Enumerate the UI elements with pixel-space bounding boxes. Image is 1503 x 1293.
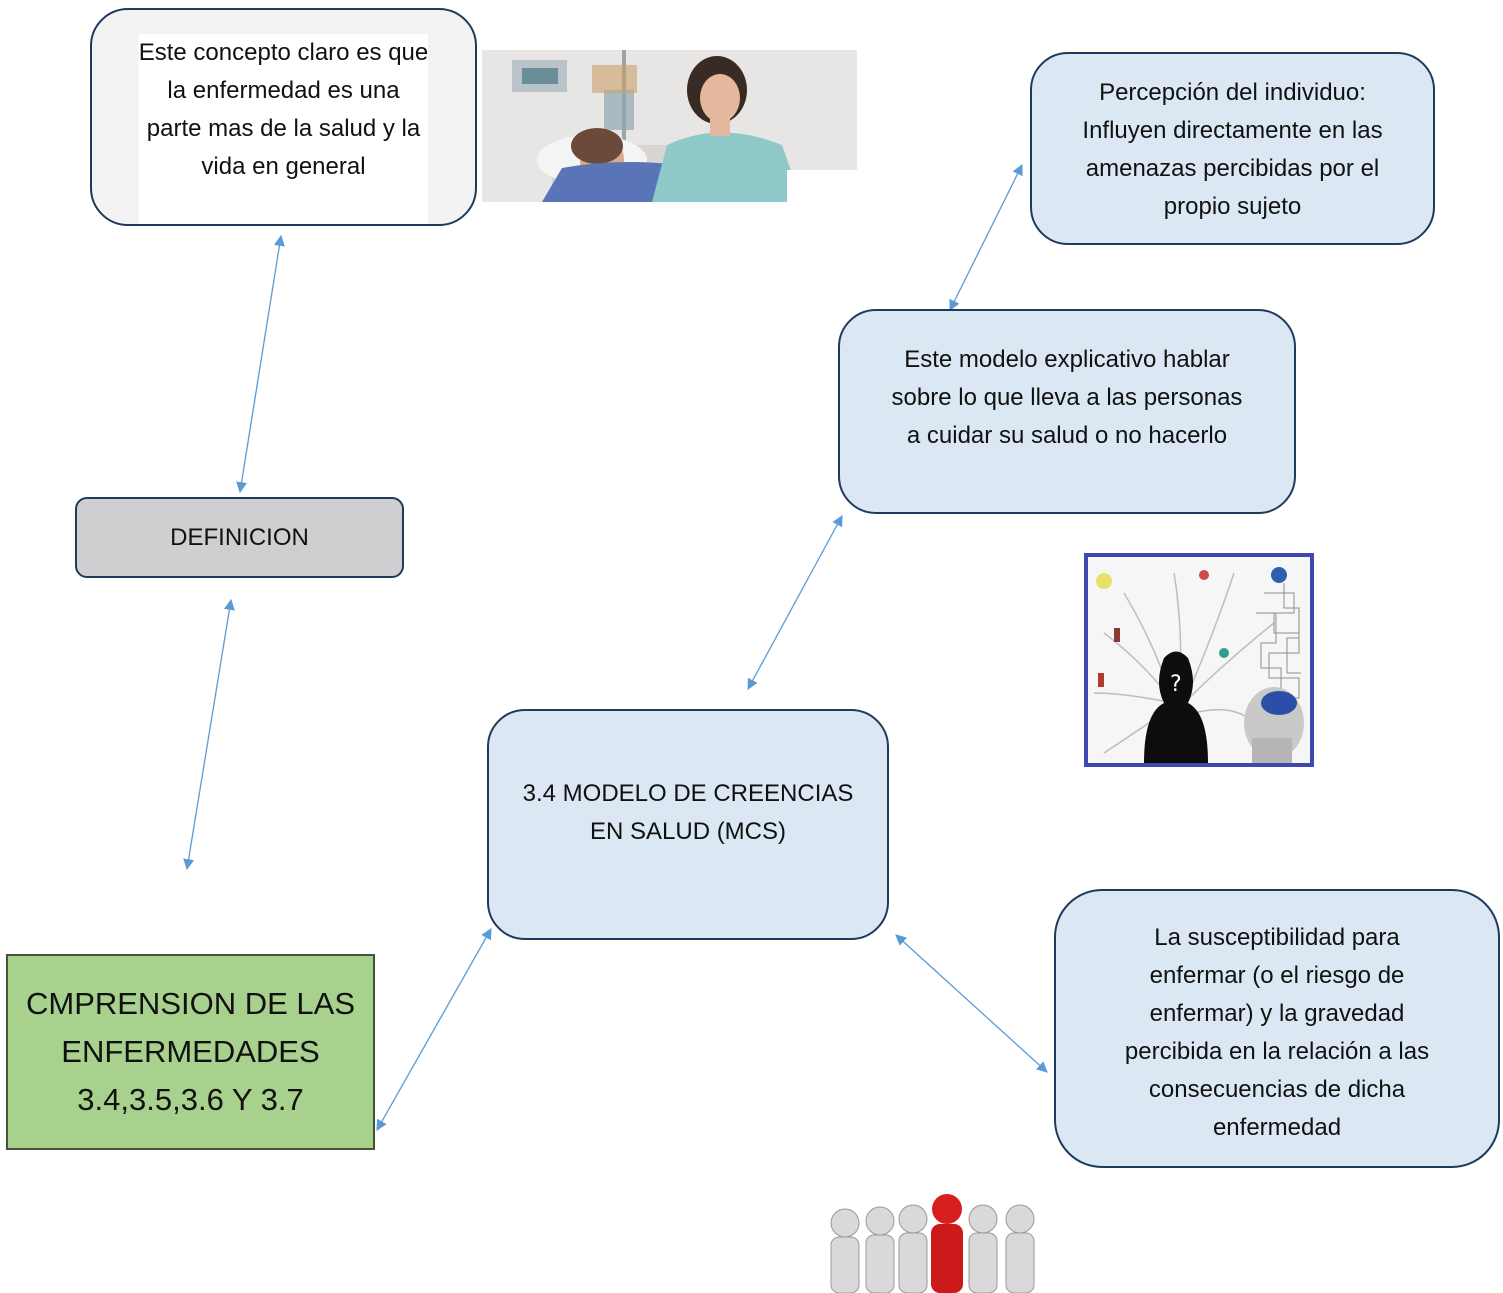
percepcion-text: Percepción del individuo: Influyen direc… bbox=[1082, 79, 1383, 220]
modelo-explicativo-node: Este modelo explicativo hablar sobre lo … bbox=[838, 309, 1296, 514]
susceptibilidad-node: La susceptibilidad para enfermar (o el r… bbox=[1054, 889, 1500, 1168]
definicion-node: DEFINICION bbox=[75, 497, 404, 578]
modelo-explicativo-text: Este modelo explicativo hablar sobre lo … bbox=[891, 346, 1243, 449]
nurse-patient-photo bbox=[482, 50, 857, 202]
comprension-node: CMPRENSION DE LAS ENFERMEDADES 3.4,3.5,3… bbox=[6, 954, 375, 1150]
arrow-modelo-percepcion bbox=[949, 164, 1023, 311]
team-leader-figures bbox=[815, 1193, 1072, 1293]
arrow-mcs-susceptibilidad bbox=[895, 934, 1048, 1073]
arrow-definicion-comprension bbox=[183, 598, 235, 871]
susceptibilidad-text: La susceptibilidad para enfermar (o el r… bbox=[1124, 924, 1430, 1141]
arrow-comprension-mcs bbox=[376, 928, 492, 1131]
concepto-node: Este concepto claro es que la enfermedad… bbox=[90, 8, 477, 226]
svg-text:?: ? bbox=[1170, 672, 1182, 697]
mcs-text: 3.4 MODELO DE CREENCIAS EN SALUD (MCS) bbox=[522, 780, 854, 845]
comprension-text: CMPRENSION DE LAS ENFERMEDADES 3.4,3.5,3… bbox=[25, 986, 355, 1117]
arrow-mcs-modelo bbox=[747, 515, 843, 690]
concepto-text: Este concepto claro es que la enfermedad… bbox=[138, 34, 429, 224]
percepcion-node: Percepción del individuo: Influyen direc… bbox=[1030, 52, 1435, 245]
decision-mind-illustration: ? bbox=[1084, 553, 1314, 767]
mcs-node: 3.4 MODELO DE CREENCIAS EN SALUD (MCS) bbox=[487, 709, 889, 940]
arrow-definicion-concepto bbox=[236, 234, 285, 494]
definicion-text: DEFINICION bbox=[170, 523, 309, 551]
